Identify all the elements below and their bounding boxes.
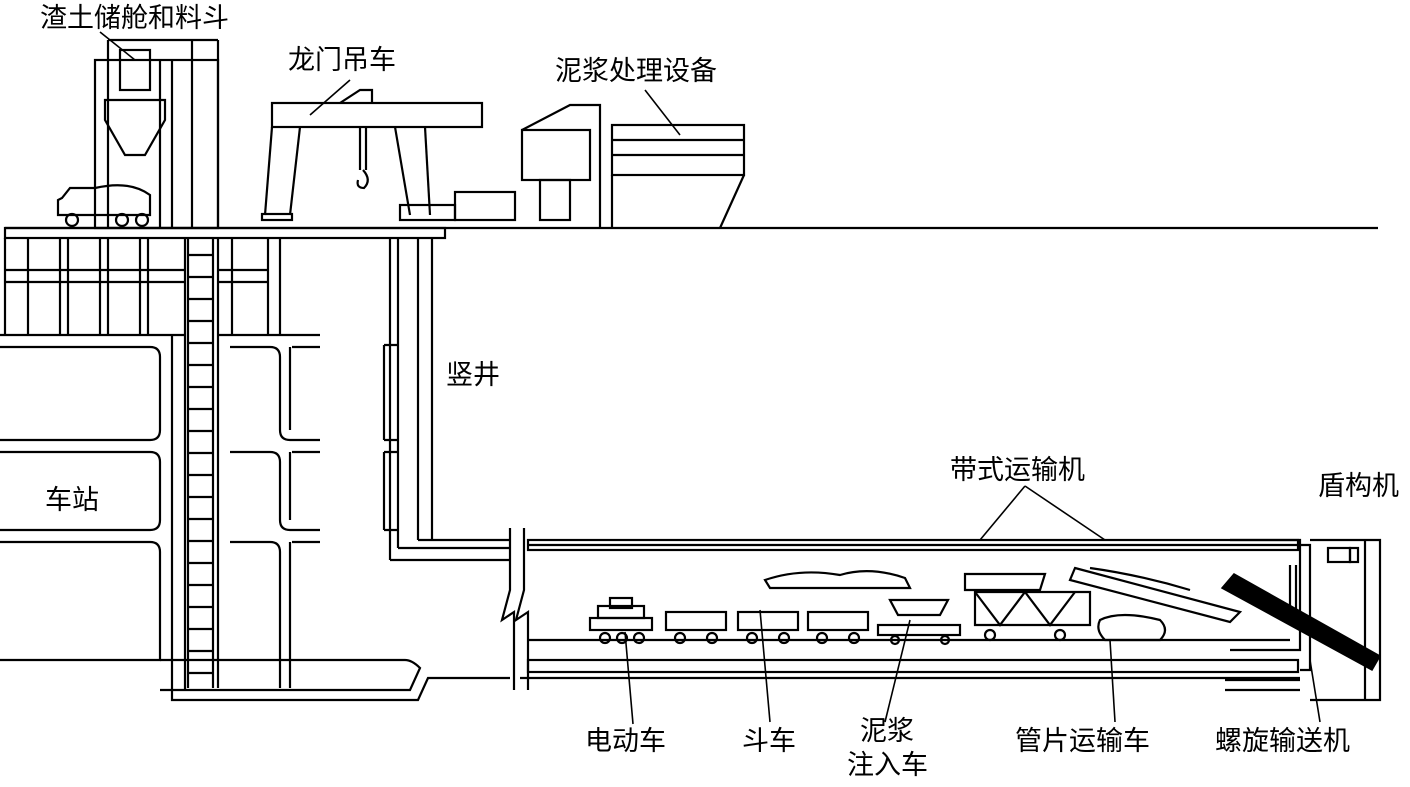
gantry-crane [260, 88, 484, 222]
label-slurry-car-1: 泥浆 [860, 716, 914, 747]
label-slurry-car-2: 注入车 [847, 750, 928, 781]
label-gantry-crane: 龙门吊车 [288, 45, 396, 76]
label-shaft: 竖井 [446, 360, 500, 391]
ground-surface [3, 226, 1378, 240]
muck-car-3 [806, 610, 870, 645]
leader-lines [99, 31, 1321, 725]
label-muck-car: 斗车 [742, 726, 796, 757]
muck-car-2 [736, 610, 800, 645]
label-station: 车站 [45, 485, 99, 516]
label-segment-car: 管片运输车 [1015, 726, 1150, 757]
muck-bin-tower [56, 38, 220, 230]
muck-car-1 [664, 610, 728, 645]
label-electric-loco: 电动车 [585, 726, 666, 757]
belt-conveyor [963, 566, 1243, 642]
label-belt-conveyor: 带式运输机 [950, 455, 1085, 486]
slurry-treatment-plant [398, 103, 746, 229]
shaft-structure [382, 238, 510, 562]
label-muck-bin: 渣土储舱和料斗 [40, 3, 229, 34]
label-shield-machine: 盾构机 [1318, 471, 1399, 502]
station-structure [0, 238, 510, 702]
shield-machine [1220, 538, 1382, 702]
electric-locomotive [588, 596, 654, 645]
slurry-injection-car [876, 598, 962, 646]
tunnel [500, 528, 1300, 690]
label-screw-conveyor: 螺旋输送机 [1215, 726, 1350, 757]
tunnel-train [588, 570, 962, 646]
label-slurry-equipment: 泥浆处理设备 [555, 56, 717, 87]
